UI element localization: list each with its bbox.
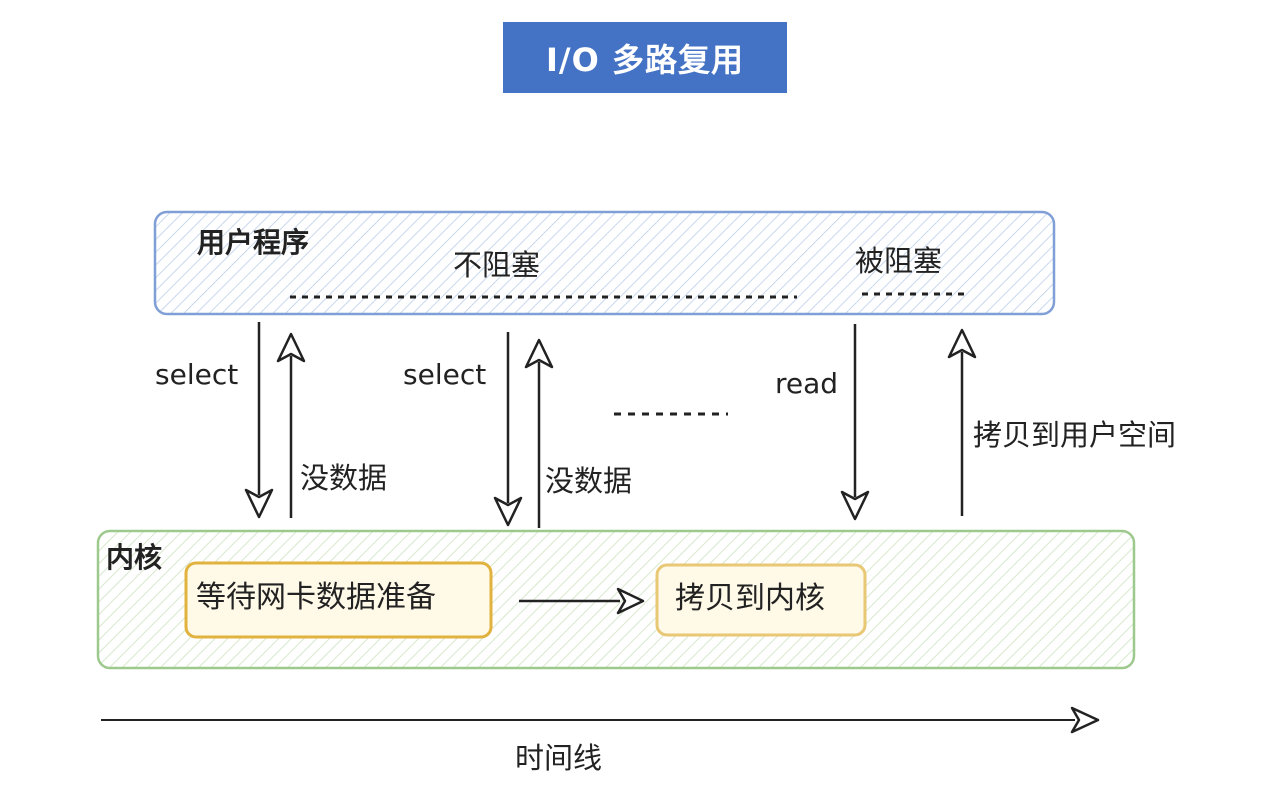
- timeline-label: 时间线: [515, 741, 603, 775]
- select-1-label: select: [155, 358, 239, 391]
- kernel-label: 内核: [106, 541, 163, 574]
- select-2-label: select: [403, 358, 487, 391]
- read-label: read: [775, 367, 839, 400]
- timeline-arrowhead: [1070, 706, 1100, 734]
- select-1-arrowhead: [244, 488, 274, 519]
- user-program-label: 用户程序: [197, 226, 310, 259]
- no-data-2-label: 没数据: [545, 464, 633, 498]
- no-data-1-label: 没数据: [300, 461, 388, 495]
- diagram-title: I/O 多路复用: [503, 22, 787, 93]
- copy-to-user-label: 拷贝到用户空间: [973, 418, 1177, 452]
- copy-to-kernel-label: 拷贝到内核: [675, 581, 825, 616]
- select-2-arrowhead: [493, 496, 523, 527]
- copy-to-kernel-box: [655, 563, 867, 637]
- inner-flow-arrowhead: [616, 587, 645, 615]
- no-data-1-arrowhead: [276, 332, 306, 363]
- blocked-label: 被阻塞: [855, 244, 943, 278]
- copy-to-user-arrowhead: [947, 328, 977, 359]
- non-blocking-label: 不阻塞: [453, 248, 541, 282]
- no-data-2-arrowhead: [524, 338, 554, 369]
- wait-data-label: 等待网卡数据准备: [196, 580, 436, 615]
- user-program-box: [153, 210, 1056, 316]
- read-arrowhead: [840, 490, 870, 521]
- wait-data-box: [184, 561, 493, 639]
